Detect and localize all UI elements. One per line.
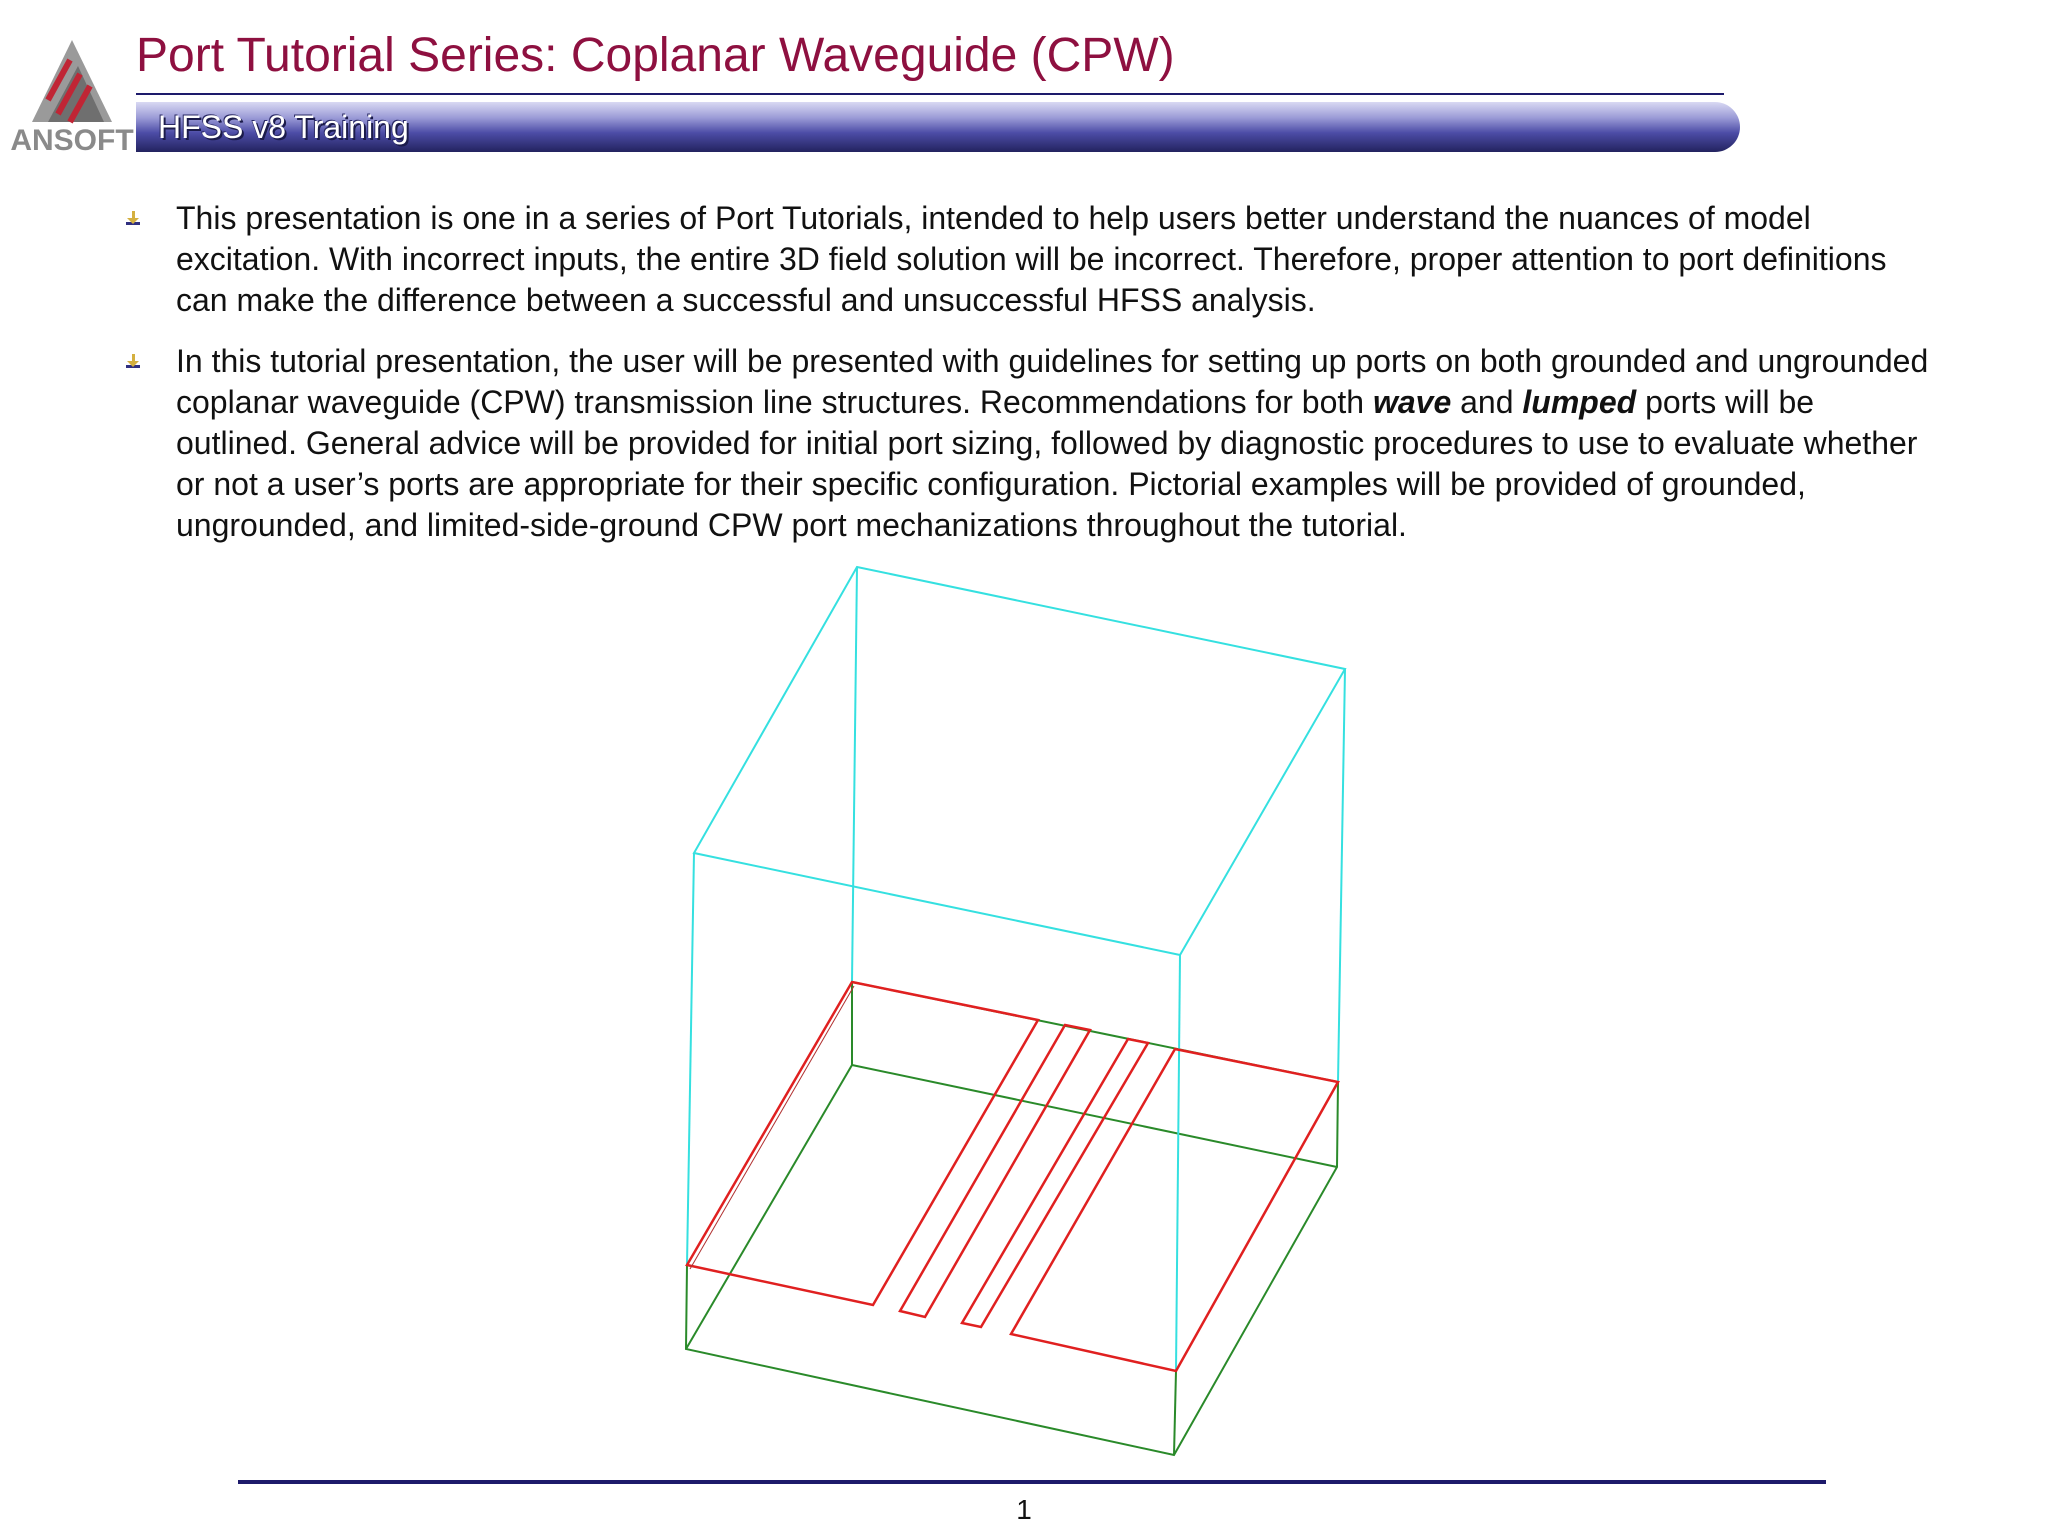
substrate-box — [684, 981, 1340, 1457]
subtitle-text: HFSS v8 Training — [158, 109, 409, 145]
ansoft-mountain-icon: ANSOFT — [10, 40, 134, 157]
logo-text: ANSOFT — [10, 124, 133, 157]
slide-title: Port Tutorial Series: Coplanar Waveguide… — [136, 29, 1175, 82]
emphasis-wave: wave — [1372, 384, 1452, 420]
bullet-text: ports will be outlined. General advice w… — [176, 384, 1918, 543]
bullet-list: This presentation is one in a series of … — [120, 198, 1930, 566]
subtitle-banner: HFSS v8 Training — [136, 102, 1740, 152]
footer-divider — [238, 1480, 1826, 1484]
ansoft-logo: ANSOFT — [8, 30, 136, 158]
cpw-wireframe-svg — [684, 565, 1347, 1457]
title-divider — [136, 93, 1724, 95]
air-box — [686, 565, 1347, 1372]
page-number: 1 — [1016, 1494, 1032, 1525]
bullet-item: This presentation is one in a series of … — [120, 198, 1930, 321]
arrow-down-bullet-icon — [124, 353, 142, 371]
emphasis-lumped: lumped — [1522, 384, 1637, 420]
arrow-down-bullet-icon — [124, 210, 142, 228]
bullet-text: In this tutorial presentation, the user … — [176, 343, 1929, 420]
bullet-text: and — [1451, 384, 1523, 420]
cpw-3d-model-figure — [660, 555, 1380, 1465]
bullet-item: In this tutorial presentation, the user … — [120, 341, 1930, 546]
bullet-text: This presentation is one in a series of … — [176, 200, 1887, 318]
cpw-conductors — [685, 980, 1340, 1373]
